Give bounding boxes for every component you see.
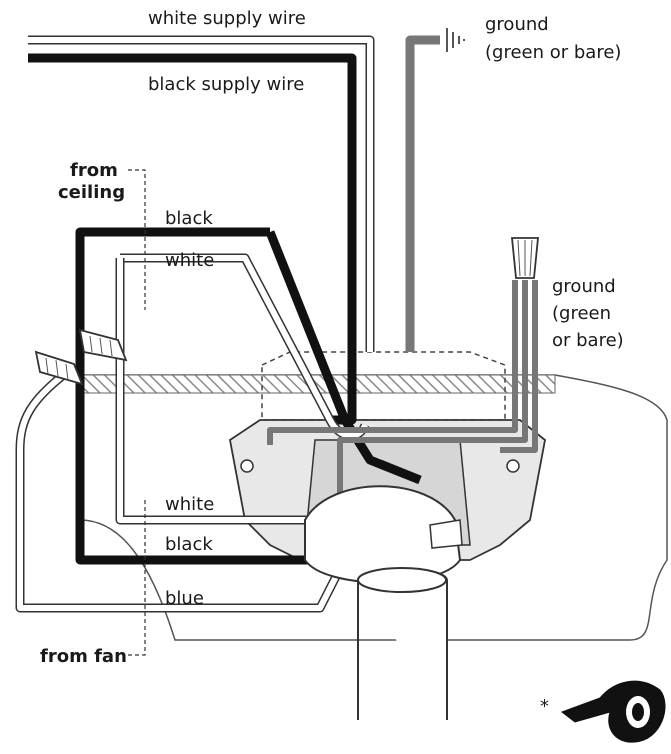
label-ground-top-2: (green or bare) — [485, 42, 621, 63]
label-asterisk: * — [540, 696, 549, 717]
from-ceiling-leader — [128, 169, 146, 310]
label-black-upper: black — [165, 208, 213, 229]
label-black-lower: black — [165, 534, 213, 555]
label-ground-right-2: (green — [552, 303, 611, 324]
label-ground-right-3: or bare) — [552, 330, 624, 351]
label-ground-top-1: ground — [485, 14, 549, 35]
ground-supply-wire — [405, 35, 440, 352]
label-white-lower: white — [165, 494, 214, 515]
bracket-screw-left — [240, 459, 254, 473]
black-wire-ceiling — [75, 227, 357, 565]
ground-symbol-icon — [446, 28, 465, 52]
blue-wire — [17, 367, 383, 611]
wire-nut-black-icon — [78, 328, 128, 362]
label-from-fan: from fan — [40, 646, 127, 667]
label-white-upper: white — [165, 250, 214, 271]
label-blue: blue — [165, 588, 204, 609]
black-supply-wire — [28, 53, 357, 352]
label-from-ceiling-2: ceiling — [58, 182, 125, 203]
label-white-supply: white supply wire — [148, 8, 306, 29]
label-from-ceiling-1: from — [70, 160, 118, 181]
label-ground-right-1: ground — [552, 276, 616, 297]
swirl-logo-icon — [560, 680, 666, 743]
ground-wire-right — [267, 280, 538, 540]
canopy-tab — [429, 519, 463, 549]
from-fan-leader — [128, 500, 146, 656]
bracket-screw-right — [506, 459, 520, 473]
label-black-supply: black supply wire — [148, 74, 304, 95]
wire-nut-white-icon — [34, 350, 84, 386]
